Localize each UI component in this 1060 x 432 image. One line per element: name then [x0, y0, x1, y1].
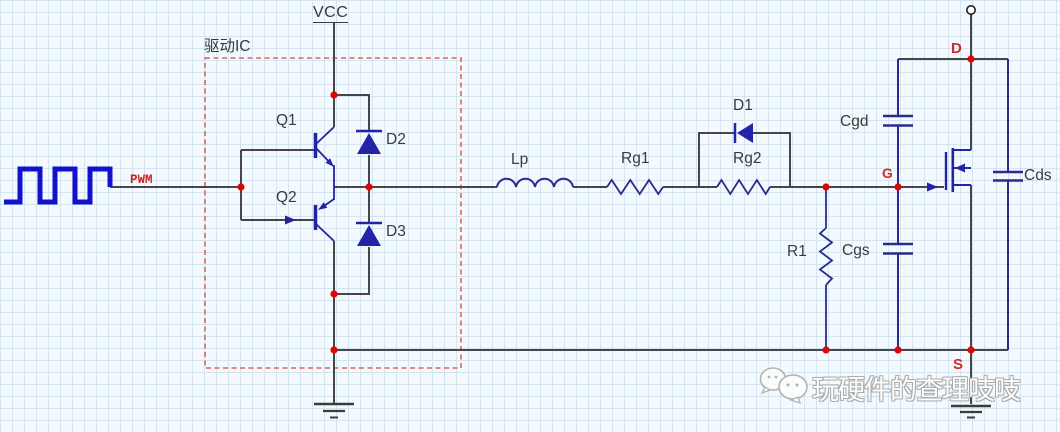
drain-pin-label: D [951, 40, 962, 57]
cgs-capacitor [883, 187, 913, 350]
output-terminal [965, 5, 976, 15]
wire-net [110, 14, 1008, 404]
cgd-capacitor [883, 59, 913, 187]
pwm-waveform [4, 166, 113, 205]
d2-label: D2 [386, 131, 406, 148]
d2-diode [356, 129, 382, 154]
d1-label: D1 [733, 97, 753, 114]
rg2-resistor [716, 178, 771, 196]
rg2-label: Rg2 [733, 150, 762, 167]
q1-transistor [313, 126, 335, 200]
q2-label: Q2 [276, 189, 297, 206]
d3-diode [356, 221, 382, 246]
gate-pin-label: G [882, 165, 893, 181]
cds-capacitor [993, 59, 1023, 350]
q2-transistor [285, 198, 335, 242]
q1-label: Q1 [276, 112, 297, 129]
source-pin-label: S [953, 356, 964, 373]
vcc-label: VCC [313, 4, 349, 23]
junction-dots [237, 55, 975, 354]
ground-symbol-right [951, 404, 991, 419]
driver-ic-label: 驱动IC [204, 38, 251, 55]
chat-bubbles-icon [759, 367, 808, 404]
mosfet-symbol [927, 148, 971, 192]
q2-base-arrow [285, 215, 296, 225]
body-diode-arrow [955, 163, 965, 173]
ground-symbol-left [314, 402, 354, 419]
r1-resistor [818, 187, 834, 350]
watermark-text: 玩硬件的查理吱吱 [812, 375, 1021, 405]
d1-diode [733, 123, 753, 143]
cgd-label: Cgd [840, 113, 869, 130]
lp-label: Lp [511, 151, 529, 168]
r1-label: R1 [787, 243, 807, 260]
cds-label: Cds [1024, 167, 1052, 184]
gate-arrow [927, 182, 938, 192]
rg1-resistor [606, 178, 664, 196]
lp-inductor [496, 177, 574, 188]
pwm-net-label: PWM [130, 173, 153, 187]
d3-label: D3 [386, 223, 406, 240]
cgs-label: Cgs [842, 242, 870, 259]
rg1-label: Rg1 [621, 150, 650, 167]
